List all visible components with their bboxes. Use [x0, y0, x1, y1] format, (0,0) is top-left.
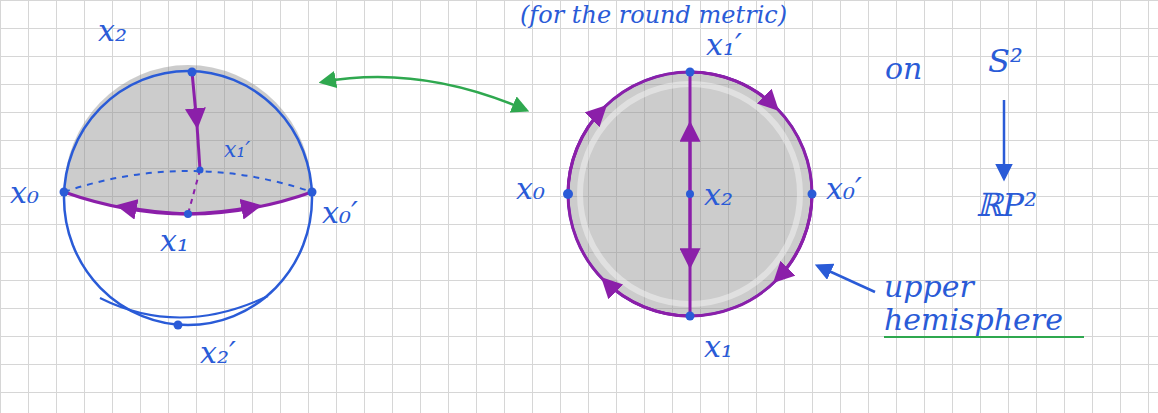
path-arrow	[604, 280, 690, 316]
point-label: x₀′	[322, 196, 358, 229]
point-label: x₀′	[826, 172, 862, 205]
annotation-text: upper hemisphere	[884, 270, 1084, 338]
point-label: x₁	[160, 224, 189, 257]
path-arrow	[690, 72, 776, 108]
point-label: x₀	[10, 176, 39, 209]
meridian-hidden	[188, 170, 200, 214]
point-label: x₂	[98, 14, 127, 47]
point-label: x₂	[704, 178, 733, 211]
disk	[568, 72, 812, 316]
path-arrow	[689, 194, 692, 265]
space-symbol: S²	[988, 44, 1023, 79]
point-label: x₀	[516, 172, 545, 205]
disk-boundary	[568, 72, 812, 316]
path-arrow	[120, 206, 188, 214]
lower-circle	[100, 296, 268, 318]
point-label: x₁′	[706, 28, 742, 61]
points	[60, 68, 317, 330]
meridian	[197, 125, 200, 170]
path-arrow	[188, 206, 258, 214]
hemisphere-shading	[64, 65, 312, 214]
note-text: (for the round metric)	[520, 2, 787, 28]
space-symbol: ℝP²	[976, 188, 1037, 223]
point-label: x₁	[704, 330, 733, 363]
path-arrow	[568, 108, 604, 194]
path-arrow	[689, 125, 692, 194]
sphere-outline	[64, 71, 312, 325]
pointer-arrow	[818, 266, 875, 292]
points	[563, 68, 817, 321]
map-arrow	[1003, 100, 1006, 178]
point-label: x₂′	[200, 336, 236, 369]
path-arrow	[192, 72, 197, 125]
point-label: x₁′	[224, 138, 250, 162]
correspondence-arrow	[322, 77, 526, 110]
back-equator	[64, 171, 312, 192]
path-arrow	[776, 194, 812, 280]
text-word: on	[885, 52, 922, 85]
